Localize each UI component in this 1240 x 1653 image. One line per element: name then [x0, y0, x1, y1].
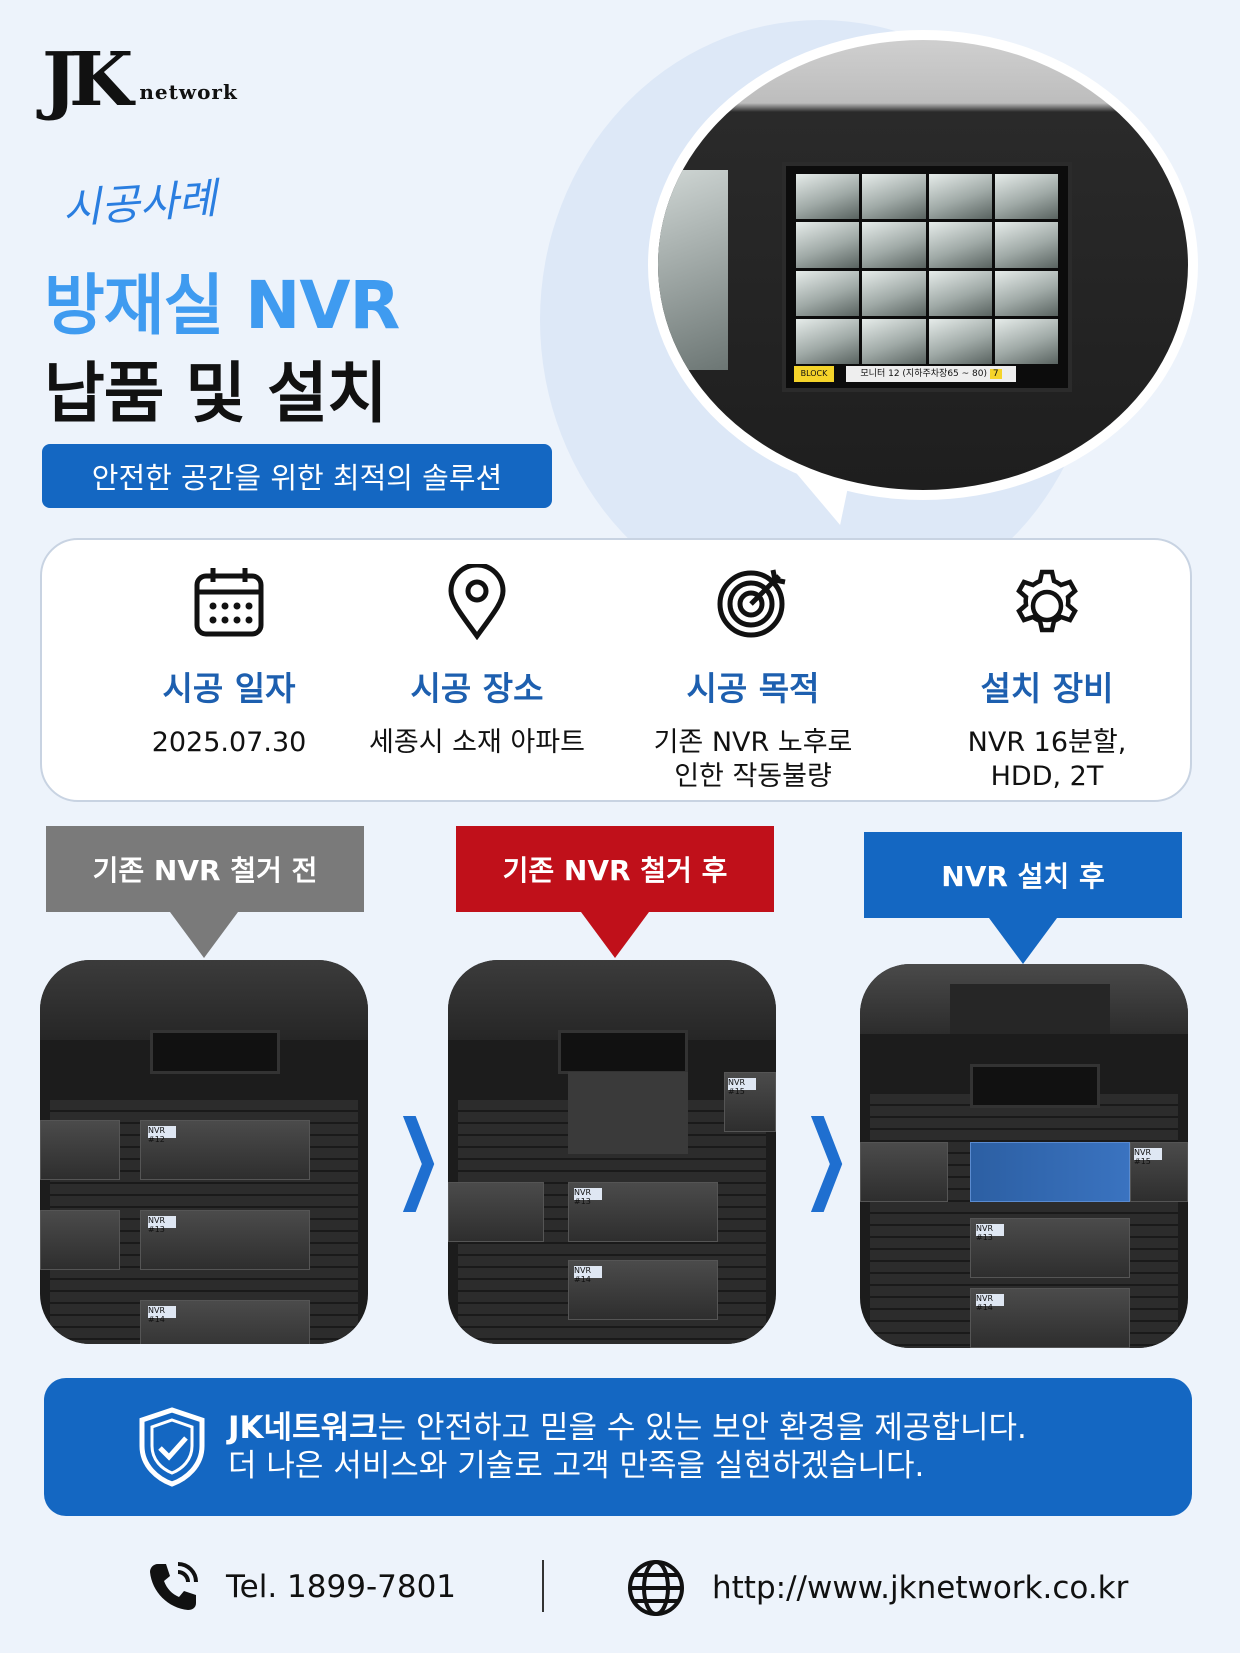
side-monitor	[658, 170, 728, 370]
website-link[interactable]: http://www.jknetwork.co.kr	[712, 1570, 1129, 1606]
nvr-tag: NVR #13	[976, 1224, 1004, 1242]
info-equipment: 설치 장비 NVR 16분할, HDD, 2T	[912, 564, 1182, 794]
info-value: 세종시 소재 아파트	[369, 727, 585, 758]
camera-grid	[796, 174, 1058, 364]
camera-feed	[862, 318, 926, 364]
banner-line1-rest: 는 안전하고 믿을 수 있는 보안 환경을 제공합니다.	[377, 1410, 1027, 1446]
script-title: 시공사례	[60, 173, 219, 234]
step-arrow-down	[170, 912, 238, 958]
step-label-after-removal: 기존 NVR 철거 후	[456, 826, 774, 912]
camera-feed	[928, 222, 992, 268]
info-label: 설치 장비	[980, 669, 1114, 708]
step-arrow-down	[989, 918, 1057, 964]
camera-feed	[862, 174, 926, 220]
brand-logo: JK network	[42, 40, 238, 120]
banner-line2: 더 나은 서비스와 기술로 고객 만족을 실현하겠습니다.	[228, 1448, 925, 1484]
camera-feed	[862, 222, 926, 268]
step-label-before-removal: 기존 NVR 철거 전	[46, 826, 364, 912]
info-value-line2: 인한 작동불량	[674, 761, 832, 792]
speech-bubble-photo: BLOCK 모니터 12 (지하주차장65 ~ 80) 7	[648, 30, 1198, 500]
step-label-after-install: NVR 설치 후	[864, 832, 1182, 918]
website-contact[interactable]: http://www.jknetwork.co.kr	[626, 1558, 1128, 1618]
info-value-line1: 기존 NVR 노후로	[653, 727, 853, 758]
nvr-device	[40, 1120, 120, 1180]
photo-after-install: NVR #13 NVR #14 NVR #15	[860, 964, 1188, 1348]
nvr-device	[40, 1210, 120, 1270]
phone-icon	[150, 1562, 198, 1610]
banner-line1: JK네트워크는 안전하고 믿을 수 있는 보안 환경을 제공합니다.	[228, 1409, 1027, 1447]
nvr-tag: NVR #14	[976, 1294, 1004, 1312]
info-value: 2025.07.30	[151, 727, 307, 758]
logo-mark: JK	[42, 37, 133, 123]
upper-monitor	[950, 984, 1110, 1034]
phone-number: Tel. 1899-7801	[226, 1569, 457, 1605]
info-card: 시공 일자 2025.07.30 시공 장소 세종시 소재 아파트 시공 목적 …	[40, 538, 1192, 802]
info-location: 시공 장소 세종시 소재 아파트	[342, 564, 612, 760]
camera-feed	[928, 270, 992, 316]
nvr-tag: NVR #15	[728, 1078, 756, 1096]
nvr-tag: NVR #15	[1134, 1148, 1162, 1166]
camera-feed	[796, 222, 860, 268]
camera-feed	[928, 174, 992, 220]
main-monitor: BLOCK 모니터 12 (지하주차장65 ~ 80) 7	[782, 162, 1072, 392]
camera-feed	[994, 318, 1058, 364]
trust-banner: JK네트워크는 안전하고 믿을 수 있는 보안 환경을 제공합니다. 더 나은 …	[44, 1378, 1192, 1516]
nvr-tag: NVR #14	[574, 1266, 602, 1284]
tagline-badge: 안전한 공간을 위한 최적의 솔루션	[42, 444, 552, 508]
camera-feed	[796, 318, 860, 364]
nvr-tag: NVR #12	[148, 1126, 176, 1144]
gear-icon	[1016, 569, 1078, 633]
nvr-device	[970, 1218, 1130, 1278]
info-value-line1: NVR 16분할,	[967, 727, 1127, 758]
camera-feed	[796, 270, 860, 316]
info-label: 시공 일자	[162, 669, 296, 708]
info-value: NVR 16분할, HDD, 2T	[912, 726, 1182, 794]
nvr-tag: NVR #13	[574, 1188, 602, 1206]
info-date: 시공 일자 2025.07.30	[94, 564, 364, 760]
nvr-tag: NVR #14	[148, 1306, 176, 1324]
contact-divider	[542, 1560, 544, 1612]
next-chevron-icon: ❯	[394, 1100, 443, 1212]
globe-icon	[628, 1560, 684, 1616]
logo-text: network	[139, 80, 238, 104]
empty-rack-slot	[568, 1072, 688, 1154]
photo-vent	[150, 1030, 280, 1074]
location-pin-icon	[448, 564, 506, 640]
nvr-tag: NVR #13	[148, 1216, 176, 1234]
info-label: 시공 목적	[686, 669, 820, 708]
new-nvr-device	[970, 1142, 1130, 1202]
banner-brand-name: JK네트워크	[228, 1410, 378, 1446]
page-title-line1: 방재실 NVR	[44, 267, 400, 344]
info-value: 기존 NVR 노후로 인한 작동불량	[618, 726, 888, 794]
monitor-caption: 모니터 12 (지하주차장65 ~ 80) 7	[846, 366, 1016, 382]
camera-feed	[862, 270, 926, 316]
camera-feed	[994, 174, 1058, 220]
camera-feed	[994, 270, 1058, 316]
camera-feed	[928, 318, 992, 364]
photo-vent	[970, 1064, 1100, 1108]
photo-ceiling	[448, 960, 776, 1040]
info-value-line2: HDD, 2T	[990, 761, 1104, 792]
shield-check-icon	[139, 1407, 205, 1487]
info-label: 시공 장소	[410, 669, 544, 708]
cctv-monitor-photo: BLOCK 모니터 12 (지하주차장65 ~ 80) 7	[658, 40, 1188, 490]
camera-feed	[796, 174, 860, 220]
banner-text: JK네트워크는 안전하고 믿을 수 있는 보안 환경을 제공합니다. 더 나은 …	[228, 1409, 1027, 1485]
calendar-icon	[194, 568, 264, 637]
info-purpose: 시공 목적 기존 NVR 노후로 인한 작동불량	[618, 564, 888, 794]
target-icon	[717, 569, 786, 638]
phone-contact[interactable]: Tel. 1899-7801	[146, 1560, 456, 1614]
camera-feed	[994, 222, 1058, 268]
next-chevron-icon: ❯	[802, 1100, 851, 1212]
step-arrow-down	[581, 912, 649, 958]
nvr-device	[448, 1182, 544, 1242]
photo-vent	[558, 1030, 688, 1074]
photo-before-removal: NVR #12 NVR #13 NVR #14	[40, 960, 368, 1344]
monitor-tag: BLOCK	[794, 366, 834, 382]
photo-after-removal: NVR #13 NVR #14 NVR #15	[448, 960, 776, 1344]
page-title-line2: 납품 및 설치	[44, 355, 388, 432]
nvr-device	[860, 1142, 948, 1202]
photo-ceiling	[40, 960, 368, 1040]
